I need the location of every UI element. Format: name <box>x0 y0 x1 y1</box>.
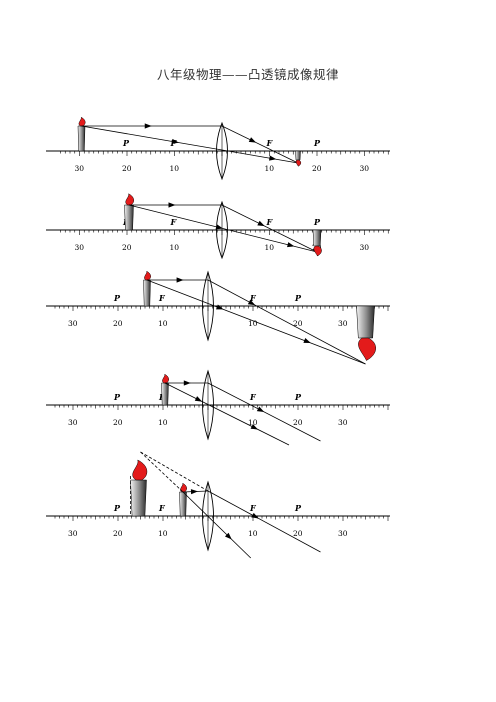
scale-number: 30 <box>75 243 85 252</box>
scale-number: 20 <box>293 529 303 538</box>
focal-point-right: F <box>249 503 257 513</box>
arrowhead <box>176 277 184 283</box>
arrowhead <box>303 338 311 343</box>
panel-3: 30 20 10 10 20 30 F F P P <box>46 270 390 365</box>
arrowhead <box>250 424 258 430</box>
arrowhead <box>216 304 224 310</box>
scale-number: 30 <box>360 164 370 173</box>
scale-number: 10 <box>170 243 180 252</box>
double-focal-left: P <box>122 138 130 148</box>
object-candle <box>143 279 151 307</box>
arrowhead <box>251 512 259 519</box>
arrowhead <box>194 396 203 402</box>
flame <box>78 116 86 127</box>
flame <box>125 193 134 206</box>
image-candle <box>356 305 375 339</box>
image-candle <box>312 229 322 247</box>
panel-5: 30 20 10 10 20 30 F F P P <box>46 451 390 559</box>
arrowhead <box>287 242 295 248</box>
scale-number: 10 <box>158 418 168 427</box>
arrowhead <box>269 155 277 161</box>
scale-number: 30 <box>68 529 78 538</box>
arrowhead <box>144 123 152 129</box>
light-ray <box>221 125 299 164</box>
virtual-ray <box>140 451 209 492</box>
scale-number: 30 <box>68 418 78 427</box>
focal-point-right: F <box>266 138 274 148</box>
arrowhead <box>224 532 232 540</box>
focal-point-right: F <box>249 293 257 303</box>
scale-number: 10 <box>158 529 168 538</box>
arrowhead <box>247 299 256 306</box>
light-ray <box>164 382 290 446</box>
arrowhead <box>248 137 257 143</box>
arrowhead <box>190 489 198 495</box>
scale-number: 10 <box>248 529 258 538</box>
focal-point-left: F <box>158 503 166 513</box>
inverted-flame <box>313 245 322 257</box>
object-candle <box>77 125 86 152</box>
light-ray <box>81 125 299 164</box>
double-focal-left: P <box>113 392 121 402</box>
double-focal-right: P <box>313 138 321 148</box>
scale-number: 20 <box>312 164 322 173</box>
double-focal-left: P <box>113 503 121 513</box>
scale-number: 10 <box>248 319 258 328</box>
flame <box>162 373 169 384</box>
arrowhead <box>171 138 179 145</box>
focal-point-right: F <box>266 217 274 227</box>
focal-point-left: F <box>170 217 178 227</box>
flame <box>132 459 148 481</box>
inverted-flame <box>358 337 376 361</box>
image-candle <box>295 150 301 161</box>
light-ray <box>207 490 321 553</box>
double-focal-left: P <box>113 293 121 303</box>
object-candle <box>179 491 187 517</box>
scale-number: 10 <box>170 164 180 173</box>
scale-number: 20 <box>113 418 123 427</box>
scale-number: 30 <box>338 418 348 427</box>
object-candle <box>124 204 134 231</box>
scale-number: 10 <box>265 164 275 173</box>
scale-number: 10 <box>248 418 258 427</box>
flame <box>180 482 187 493</box>
object-candle <box>161 382 169 406</box>
double-focal-right: P <box>313 217 321 227</box>
scale-number: 20 <box>113 529 123 538</box>
focal-point-left: F <box>158 293 166 303</box>
scale-number: 30 <box>68 319 78 328</box>
inverted-flame <box>295 159 302 167</box>
flame <box>144 270 151 281</box>
light-ray <box>207 279 366 365</box>
arrowhead <box>215 224 223 230</box>
arrowhead <box>257 220 265 227</box>
scale-number: 30 <box>360 243 370 252</box>
scale-number: 10 <box>265 243 275 252</box>
light-ray <box>182 491 252 559</box>
scale-number: 30 <box>338 529 348 538</box>
scale-number: 10 <box>158 319 168 328</box>
scale-number: 20 <box>122 243 132 252</box>
scale-number: 20 <box>293 319 303 328</box>
arrowhead <box>183 380 191 386</box>
scale-number: 20 <box>113 319 123 328</box>
scale-number: 30 <box>338 319 348 328</box>
focal-point-right: F <box>249 392 257 402</box>
double-focal-right: P <box>294 503 302 513</box>
light-ray <box>146 279 366 365</box>
arrowhead <box>256 406 265 412</box>
page-title: 八年级物理——凸透镜成像规律 <box>156 67 339 82</box>
scale-number: 20 <box>122 164 132 173</box>
object-candle <box>130 479 147 517</box>
double-focal-right: P <box>294 392 302 402</box>
scale-number: 30 <box>75 164 85 173</box>
scale-number: 20 <box>293 418 303 427</box>
double-focal-right: P <box>294 293 302 303</box>
arrowhead <box>168 202 176 208</box>
light-ray <box>221 204 318 253</box>
